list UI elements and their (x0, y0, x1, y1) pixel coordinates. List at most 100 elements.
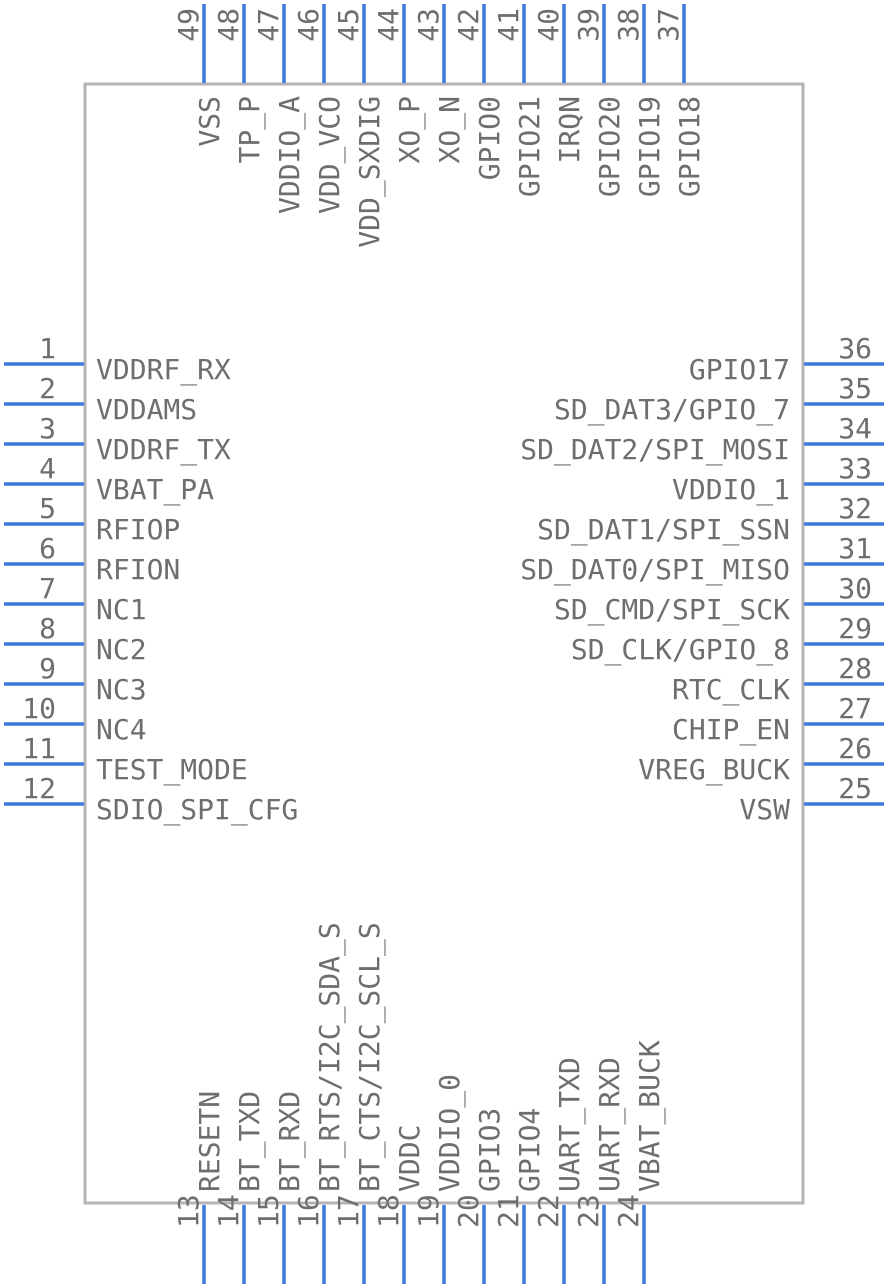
pin-label: RFION (96, 553, 180, 586)
pin-label: VSW (739, 793, 790, 826)
pin-label: UART_TXD (553, 1057, 587, 1192)
pin-number: 39 (572, 8, 605, 42)
pin-number: 2 (39, 372, 56, 405)
pin-number: 10 (22, 692, 56, 725)
pin-label: NC2 (96, 633, 147, 666)
pin-number: 17 (332, 1194, 365, 1228)
pin-label: XO_P (393, 96, 427, 163)
pin-number: 48 (212, 8, 245, 42)
pin-label: NC1 (96, 593, 147, 626)
pin-number: 30 (838, 572, 872, 605)
pin-number: 28 (838, 652, 872, 685)
pin-number: 38 (612, 8, 645, 42)
pin-number: 20 (452, 1194, 485, 1228)
pin-number: 15 (252, 1194, 285, 1228)
pin-number: 19 (412, 1194, 445, 1228)
pin-number: 26 (838, 732, 872, 765)
pin-label: GPIO3 (473, 1108, 506, 1192)
pin-number: 27 (838, 692, 872, 725)
pin-label: SD_DAT2/SPI_MOSI (520, 433, 790, 467)
pin-number: 35 (838, 372, 872, 405)
pin-number: 22 (532, 1194, 565, 1228)
pin-label: TEST_MODE (96, 753, 248, 787)
pin-number: 29 (838, 612, 872, 645)
pin-label: SD_DAT1/SPI_SSN (537, 513, 790, 547)
pin-number: 43 (412, 8, 445, 42)
pin-number: 33 (838, 452, 872, 485)
pin-number: 25 (838, 772, 872, 805)
pin-label: NC4 (96, 713, 147, 746)
pin-number: 46 (292, 8, 325, 42)
pin-label: VDDIO_1 (672, 473, 790, 507)
pin-label: VSS (193, 96, 226, 147)
pin-number: 36 (838, 332, 872, 365)
pin-number: 47 (252, 8, 285, 42)
pin-label: UART_RXD (593, 1057, 627, 1192)
pin-label: VDD_VCO (313, 96, 347, 214)
pin-label: VREG_BUCK (638, 753, 790, 787)
pin-label: VDDRF_RX (96, 353, 231, 387)
pin-number: 18 (372, 1194, 405, 1228)
pin-label: GPIO19 (633, 96, 666, 197)
pin-number: 13 (172, 1194, 205, 1228)
pin-number: 6 (39, 532, 56, 565)
chip-body (83, 82, 805, 1205)
pin-number: 44 (372, 8, 405, 42)
pin-label: RESETN (193, 1091, 226, 1192)
pin-number: 23 (572, 1194, 605, 1228)
pin-number: 40 (532, 8, 565, 42)
pin-label: RFIOP (96, 513, 180, 546)
pin-number: 37 (652, 8, 685, 42)
pin-number: 32 (838, 492, 872, 525)
pin-label: GPIO0 (473, 96, 506, 180)
pin-number: 41 (492, 8, 525, 42)
pin-label: GPIO21 (513, 96, 546, 197)
pin-number: 8 (39, 612, 56, 645)
pin-number: 5 (39, 492, 56, 525)
pin-label: VBAT_BUCK (633, 1040, 667, 1192)
pin-label: BT_CTS/I2C_SCL_S (353, 922, 387, 1192)
pin-number: 14 (212, 1194, 245, 1228)
pin-label: TP_P (233, 96, 267, 163)
pin-number: 34 (838, 412, 872, 445)
pin-number: 24 (612, 1194, 645, 1228)
pin-label: GPIO4 (513, 1108, 546, 1192)
pin-number: 11 (22, 732, 56, 765)
pin-label: VBAT_PA (96, 473, 214, 507)
pin-number: 49 (172, 8, 205, 42)
pin-number: 16 (292, 1194, 325, 1228)
pin-label: SD_CLK/GPIO_8 (571, 633, 790, 667)
pin-label: XO_N (433, 96, 467, 163)
pin-label: SD_DAT3/GPIO_7 (554, 393, 790, 427)
pin-number: 1 (39, 332, 56, 365)
pin-label: CHIP_EN (672, 713, 790, 747)
pin-number: 31 (838, 532, 872, 565)
pin-number: 9 (39, 652, 56, 685)
pin-number: 45 (332, 8, 365, 42)
pin-label: BT_RXD (273, 1091, 307, 1192)
pin-label: VDDIO_0 (433, 1074, 467, 1192)
pin-label: BT_TXD (233, 1091, 267, 1192)
pin-number: 12 (22, 772, 56, 805)
pin-label: SD_DAT0/SPI_MISO (520, 553, 790, 587)
pin-label: VDDC (393, 1125, 426, 1192)
pin-label: GPIO18 (673, 96, 706, 197)
pin-label: BT_RTS/I2C_SDA_S (313, 922, 347, 1192)
pin-label: RTC_CLK (672, 673, 790, 707)
pin-label: IRQN (553, 96, 586, 163)
pin-label: SD_CMD/SPI_SCK (554, 593, 790, 627)
pin-label: VDDRF_TX (96, 433, 231, 467)
pin-label: GPIO17 (689, 353, 790, 386)
pin-number: 4 (39, 452, 56, 485)
pin-label: VDD_SXDIG (353, 96, 387, 248)
pin-number: 3 (39, 412, 56, 445)
pin-label: NC3 (96, 673, 147, 706)
pin-number: 21 (492, 1194, 525, 1228)
pin-label: SDIO_SPI_CFG (96, 793, 298, 827)
pin-label: GPIO20 (593, 96, 626, 197)
pin-number: 7 (39, 572, 56, 605)
pin-label: VDDIO_A (273, 96, 307, 214)
pin-number: 42 (452, 8, 485, 42)
